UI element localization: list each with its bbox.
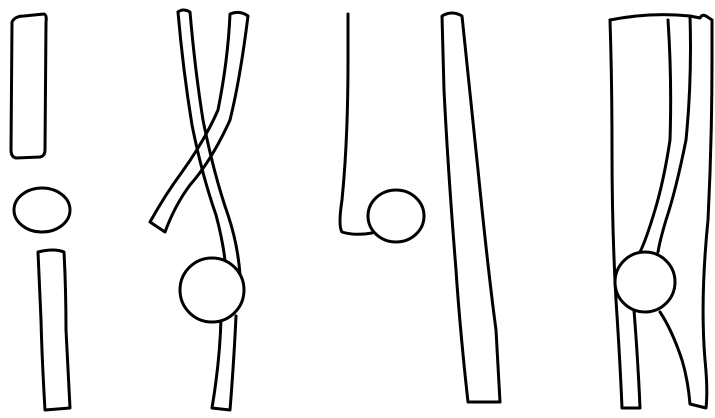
panel-3-ball (368, 190, 424, 242)
panel-3-hook (340, 14, 372, 234)
panel-4-ball (615, 252, 675, 312)
panel-2-strand-lower (212, 316, 236, 410)
panel-2-ball (180, 258, 244, 322)
panel-4-frame (610, 15, 712, 408)
panel-4 (610, 15, 712, 408)
panel-2 (150, 10, 248, 410)
panel-2-strand-a (178, 10, 240, 275)
panel-1-ball (14, 188, 70, 232)
panel-3 (340, 13, 500, 402)
panel-1-upper-rod (11, 14, 46, 158)
panel-1-lower-rod (38, 250, 70, 410)
panel-4-strand-right (658, 16, 691, 252)
panel-3-rod (442, 13, 500, 402)
panel-1 (11, 14, 70, 410)
panel-4-left-side (610, 20, 640, 408)
panel-2-strand-b (150, 12, 248, 232)
